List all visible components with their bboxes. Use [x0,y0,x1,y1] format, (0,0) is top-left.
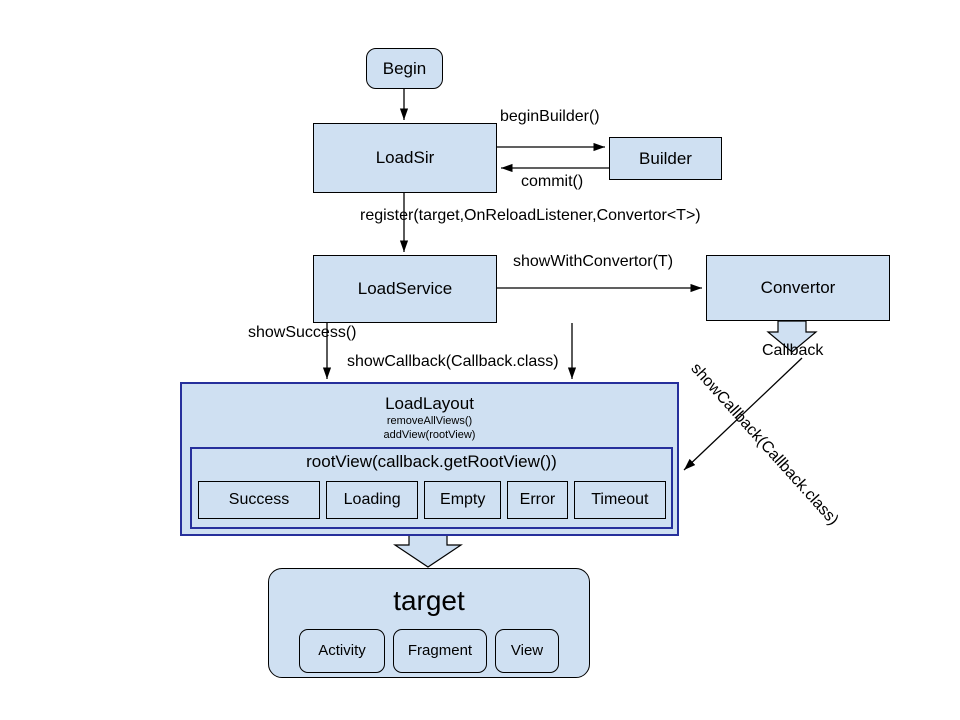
state-box-timeout-label: Timeout [591,490,649,508]
target-chip-view-label: View [510,642,544,660]
state-box-empty[interactable]: Empty [424,481,502,519]
block-arrow-loadlayout-to-target [393,530,463,568]
edge-label-show-success: showSuccess() [248,324,357,341]
edge-label-callback: Callback [762,342,824,359]
target-items-row: Activity Fragment View [299,629,561,673]
loadlayout-method-remove-all-views: removeAllViews() [386,414,473,427]
state-callback-row: Success Loading Empty Error Timeout [198,481,666,521]
loadlayout-title: LoadLayout [385,394,474,413]
target-chip-activity[interactable]: Activity [299,629,385,673]
edge-label-begin-builder: beginBuilder() [500,108,600,125]
state-box-error[interactable]: Error [507,481,568,519]
state-box-success-label: Success [228,490,290,508]
node-loadservice-label: LoadService [357,279,453,299]
edge-label-commit: commit() [521,173,584,190]
node-target[interactable]: target Activity Fragment View [268,568,590,678]
edge-callback-to-loadlayout [683,357,803,471]
node-begin-label: Begin [382,58,427,78]
node-builder[interactable]: Builder [609,137,722,180]
node-convertor-label: Convertor [760,278,836,298]
state-box-loading[interactable]: Loading [326,481,419,519]
node-begin[interactable]: Begin [366,48,443,89]
node-loadservice[interactable]: LoadService [313,255,497,323]
target-chip-fragment[interactable]: Fragment [393,629,487,673]
node-rootview[interactable]: rootView(callback.getRootView()) Success… [190,447,673,529]
loadlayout-header: LoadLayout removeAllViews() addView(root… [182,384,677,442]
block-arrow-convertor-to-callback [766,320,818,353]
node-loadlayout[interactable]: LoadLayout removeAllViews() addView(root… [180,382,679,536]
state-box-empty-label: Empty [440,490,486,508]
edge-label-show-callback: showCallback(Callback.class) [347,353,559,370]
node-loadsir-label: LoadSir [375,148,435,168]
node-builder-label: Builder [639,148,692,168]
target-title: target [393,585,465,616]
state-box-success[interactable]: Success [198,481,321,519]
state-box-loading-label: Loading [343,490,401,508]
edge-label-show-with-convertor: showWithConvertor(T) [513,253,674,270]
target-chip-fragment-label: Fragment [407,642,473,660]
edge-label-register: register(target,OnReloadListener,Convert… [360,207,701,224]
target-chip-view[interactable]: View [495,629,559,673]
rootview-title: rootView(callback.getRootView()) [306,452,557,471]
node-loadsir[interactable]: LoadSir [313,123,497,193]
node-convertor[interactable]: Convertor [706,255,890,321]
state-box-timeout[interactable]: Timeout [573,481,666,519]
target-chip-activity-label: Activity [318,642,366,660]
loadlayout-method-add-view: addView(rootView) [383,428,476,441]
state-box-error-label: Error [519,490,556,508]
